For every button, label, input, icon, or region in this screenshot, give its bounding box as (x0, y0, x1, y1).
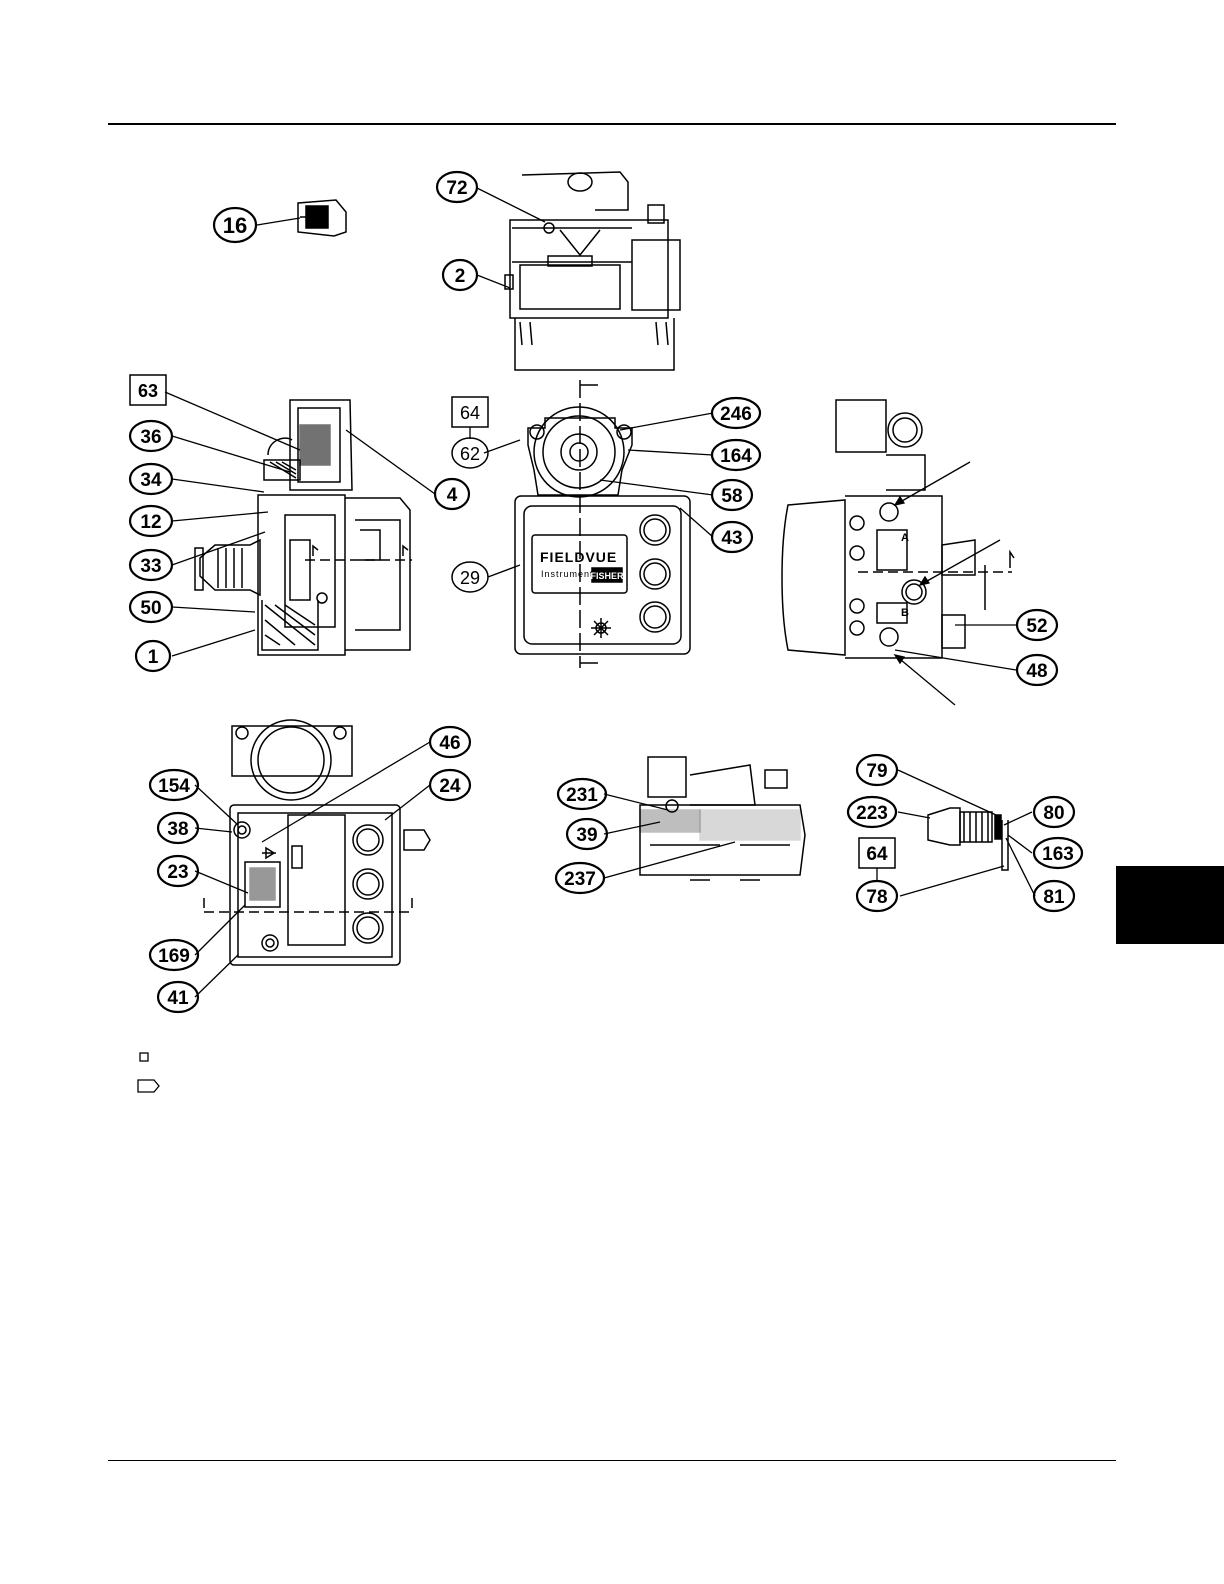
num-2: 2 (455, 266, 466, 287)
num-38: 38 (167, 819, 188, 840)
num-12: 12 (140, 512, 161, 533)
num-169: 169 (158, 946, 190, 967)
num-46: 46 (439, 733, 460, 754)
num-29: 29 (460, 568, 480, 588)
left-section-drawing (195, 400, 412, 655)
num-23: 23 (167, 862, 188, 883)
num-231: 231 (566, 785, 598, 806)
num-64-bottom: 64 (866, 844, 888, 865)
legend-flag-icon (138, 1080, 159, 1092)
num-164: 164 (720, 446, 752, 467)
legend-square-icon (140, 1053, 148, 1061)
front-view-drawing (515, 380, 690, 668)
right-view-drawing (782, 400, 1014, 658)
brand-text: FIELDVUE (540, 549, 617, 565)
num-43: 43 (721, 528, 742, 549)
maker-text: FISHER (590, 571, 624, 581)
rear-view-drawing (204, 720, 430, 965)
num-246: 246 (720, 404, 752, 425)
num-39: 39 (576, 825, 597, 846)
top-view-drawing (505, 172, 680, 370)
num-81: 81 (1043, 887, 1065, 908)
num-237: 237 (564, 869, 596, 890)
num-52: 52 (1026, 616, 1047, 637)
num-163: 163 (1042, 844, 1074, 865)
port-a-label: A (901, 532, 909, 544)
num-154: 154 (158, 776, 190, 797)
num-223: 223 (856, 803, 888, 824)
num-16: 16 (223, 213, 247, 238)
fitting-drawing (928, 808, 1008, 870)
num-50: 50 (140, 598, 161, 619)
port-b-label: B (901, 607, 909, 619)
num-33: 33 (140, 556, 161, 577)
num-48: 48 (1026, 661, 1047, 682)
num-80: 80 (1043, 803, 1064, 824)
num-63: 63 (138, 381, 158, 401)
num-72: 72 (446, 178, 467, 199)
num-64-top: 64 (460, 403, 480, 423)
callout-boxes (130, 375, 895, 868)
num-41: 41 (167, 988, 189, 1009)
num-79: 79 (866, 761, 887, 782)
num-62: 62 (460, 444, 480, 464)
num-4: 4 (447, 485, 458, 506)
num-58: 58 (721, 486, 742, 507)
num-78: 78 (866, 887, 887, 908)
num-36: 36 (140, 427, 161, 448)
part-16-drawing (298, 200, 346, 236)
num-34: 34 (140, 470, 162, 491)
num-24: 24 (439, 776, 461, 797)
num-1: 1 (148, 647, 159, 668)
legend-symbols (138, 1053, 159, 1092)
